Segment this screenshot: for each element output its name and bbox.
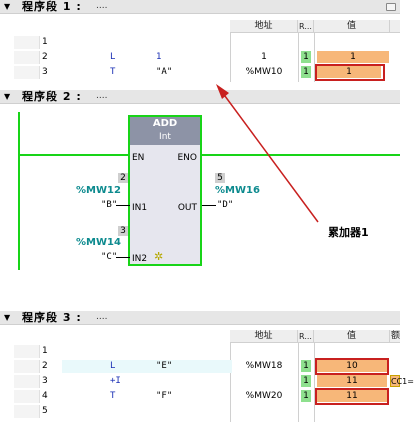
collapse-triangle-icon[interactable]: ▼ bbox=[4, 313, 11, 322]
address-cell: %MW20 bbox=[245, 391, 283, 401]
selected-line-highlight bbox=[62, 360, 232, 373]
code-line[interactable]: 5 bbox=[14, 405, 400, 418]
value-cell: 1 bbox=[317, 51, 389, 63]
highlight-box bbox=[315, 358, 389, 375]
operand-tag[interactable]: "B" bbox=[101, 200, 118, 210]
operand-index: 5 bbox=[215, 173, 225, 183]
line-number: 4 bbox=[42, 391, 48, 401]
status-cell: CC1= bbox=[390, 375, 414, 387]
pin-eno: ENO bbox=[177, 153, 197, 163]
instruction-operand[interactable]: "E" bbox=[156, 361, 173, 371]
add-block[interactable]: ADD Int EN ENO IN1 OUT IN2 ✲ bbox=[128, 115, 202, 266]
accumulator-label: 累加器1 bbox=[328, 226, 369, 239]
pin-out: OUT bbox=[177, 203, 197, 213]
pin-in2: IN2 bbox=[132, 254, 148, 264]
comment-box-icon[interactable] bbox=[386, 3, 396, 11]
code-line[interactable]: 4 T "F" %MW20 1 11 bbox=[14, 388, 400, 405]
annotation-arrow bbox=[216, 84, 319, 223]
instruction-op: T bbox=[110, 67, 116, 77]
instruction-operand: "A" bbox=[156, 67, 173, 77]
col-header-address: 地址 bbox=[230, 20, 298, 33]
line-number: 1 bbox=[42, 37, 48, 47]
network-3-header[interactable]: ▼ 程序段 3 : .... bbox=[0, 311, 400, 325]
pin-in1: IN1 bbox=[132, 203, 148, 213]
network-title: 程序段 3 : bbox=[22, 311, 82, 324]
operand-tag[interactable]: "D" bbox=[217, 200, 234, 210]
rlo-cell: 1 bbox=[301, 66, 311, 78]
line-number: 3 bbox=[42, 67, 48, 77]
network-comment[interactable]: .... bbox=[96, 91, 108, 101]
operand-tag[interactable]: "C" bbox=[101, 252, 118, 262]
eno-line bbox=[202, 154, 400, 156]
instruction-operand: "F" bbox=[156, 391, 173, 401]
address-cell: %MW10 bbox=[245, 67, 283, 77]
address-cell: %MW18 bbox=[245, 361, 283, 371]
instruction-op: L bbox=[110, 361, 116, 371]
operand-index: 3 bbox=[118, 226, 128, 236]
value-cell: 11 bbox=[317, 390, 387, 402]
collapse-triangle-icon[interactable]: ▼ bbox=[4, 92, 11, 101]
instruction-op: L bbox=[110, 52, 116, 62]
power-rail bbox=[18, 112, 20, 270]
line-number: 2 bbox=[42, 361, 48, 371]
code-line[interactable]: 3 +I 1 11 CC1= bbox=[14, 375, 414, 388]
col-header-r: R... bbox=[298, 20, 314, 33]
operand-address: %MW16 bbox=[215, 185, 260, 196]
network-title: 程序段 2 : bbox=[22, 90, 82, 103]
pin-en: EN bbox=[132, 153, 145, 163]
operand-address: %MW14 bbox=[76, 237, 121, 248]
line-number: 2 bbox=[42, 52, 48, 62]
code-line[interactable]: 2 L 1 1 1 1 bbox=[14, 51, 400, 64]
instruction-op: +I bbox=[110, 376, 121, 386]
col-header-r: R... bbox=[298, 330, 314, 343]
col-header-extra: 额 bbox=[390, 330, 401, 343]
highlight-box bbox=[315, 64, 385, 81]
network-comment[interactable]: .... bbox=[96, 312, 108, 322]
line-number: 1 bbox=[42, 346, 48, 356]
code-line[interactable]: 3 T "A" %MW10 1 1 bbox=[14, 64, 400, 81]
rlo-cell: 1 bbox=[301, 390, 311, 402]
highlight-box bbox=[315, 388, 389, 405]
collapse-triangle-icon[interactable]: ▼ bbox=[4, 2, 11, 11]
value-cell: 10 bbox=[317, 360, 387, 372]
operand-address: %MW12 bbox=[76, 185, 121, 196]
code-line[interactable]: 2 L "E" %MW18 1 10 bbox=[14, 358, 400, 375]
insert-input-icon[interactable]: ✲ bbox=[154, 250, 164, 263]
operand-index: 2 bbox=[118, 173, 128, 183]
col-header-value: 值 bbox=[314, 20, 390, 33]
value-cell: 1 bbox=[317, 66, 381, 78]
code-line[interactable]: 1 bbox=[14, 345, 400, 358]
col-header-address: 地址 bbox=[230, 330, 298, 343]
network-title: 程序段 1 : bbox=[22, 0, 82, 13]
col-header-value: 值 bbox=[314, 330, 390, 343]
block-name[interactable]: ADD bbox=[152, 118, 178, 129]
line-number: 5 bbox=[42, 406, 48, 416]
instruction-operand: 1 bbox=[156, 52, 162, 62]
instruction-op: T bbox=[110, 391, 116, 401]
address-cell: 1 bbox=[261, 52, 267, 62]
network-3-stl: 地址 R... 值 额 1 2 L "E" %MW18 1 10 3 +I 1 … bbox=[14, 330, 414, 422]
line-number: 3 bbox=[42, 376, 48, 386]
block-type[interactable]: Int bbox=[159, 132, 171, 142]
power-line bbox=[18, 154, 128, 156]
rlo-cell: 1 bbox=[301, 360, 311, 372]
network-1-header[interactable]: ▼ 程序段 1 : .... bbox=[0, 0, 400, 14]
network-comment[interactable]: .... bbox=[96, 1, 108, 11]
code-line[interactable]: 1 bbox=[14, 36, 400, 49]
network-1-stl: 地址 R... 值 1 2 L 1 1 1 1 3 T "A" %MW10 1 … bbox=[14, 20, 400, 82]
rlo-cell: 1 bbox=[301, 375, 311, 387]
network-2-header[interactable]: ▼ 程序段 2 : .... bbox=[0, 90, 400, 104]
value-cell: 11 bbox=[317, 375, 387, 387]
rlo-cell: 1 bbox=[301, 51, 311, 63]
